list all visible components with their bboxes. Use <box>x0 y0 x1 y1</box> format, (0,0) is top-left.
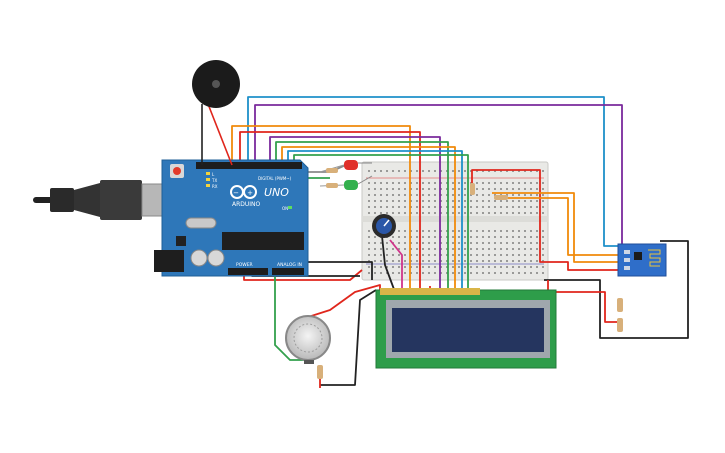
svg-text:−: − <box>233 189 239 197</box>
wire-purple-b <box>269 136 441 292</box>
wire-blue-b <box>287 150 463 292</box>
resistor-bb-a <box>470 183 475 195</box>
gas-sensor-icon <box>285 315 331 364</box>
wire-blue-wifi <box>247 96 624 247</box>
led-label-on: ON <box>282 206 288 211</box>
led-red-icon <box>344 160 372 170</box>
wire-red-c <box>471 169 620 271</box>
lcd-icon <box>375 288 557 369</box>
led-label-rx: RX <box>212 184 218 189</box>
wire-black-analog <box>305 261 373 280</box>
arduino-model: UNO <box>264 186 289 199</box>
usb-connector <box>100 180 142 220</box>
wire-orange-c <box>500 197 624 256</box>
wire-black-wifi <box>544 240 689 339</box>
arduino-logo: − + <box>230 185 257 199</box>
analog-header <box>272 268 304 275</box>
led-label-l: L <box>212 172 215 177</box>
analog-header-label: ANALOG IN <box>277 262 302 268</box>
buzzer-icon <box>192 60 240 166</box>
wire-orange-d <box>492 192 624 263</box>
atmega-chip <box>222 232 304 250</box>
digital-header-label: DIGITAL (PWM~) <box>258 176 292 181</box>
potentiometer-icon <box>372 214 396 238</box>
resistor-bb-b <box>494 195 508 200</box>
power-header-label: POWER <box>236 262 253 268</box>
digital-header <box>196 162 302 169</box>
led-green-icon <box>344 175 373 190</box>
resistor-wifi-a <box>617 298 623 312</box>
wire-orange-b <box>281 146 456 292</box>
arduino-brand: ARDUINO <box>232 201 261 208</box>
resistor-gas <box>317 365 323 379</box>
resistor-led-b <box>319 183 345 188</box>
wire-green-a <box>275 141 449 292</box>
wire-red-a <box>239 131 421 292</box>
resistor-led-a <box>319 164 345 173</box>
wire-red-wifi-bottom <box>547 280 620 323</box>
wire-black-pot <box>381 235 396 293</box>
power-header <box>228 268 268 275</box>
wire-red-gas <box>304 284 381 319</box>
power-jack <box>154 250 184 272</box>
wire-black-gas <box>320 289 377 386</box>
wire-orange-a <box>231 125 411 292</box>
wire-green-gas <box>274 270 305 361</box>
arduino-board: − + ARDUINO UNO DIGITAL (PWM~) POWER ANA… <box>33 159 309 277</box>
wire-pink-pot <box>389 239 403 292</box>
led-label-tx: TX <box>211 178 217 183</box>
wifi-module-icon <box>617 243 667 277</box>
usb-cable-plug <box>50 188 74 212</box>
resistor-wifi-b <box>617 318 623 332</box>
svg-text:+: + <box>247 189 253 197</box>
